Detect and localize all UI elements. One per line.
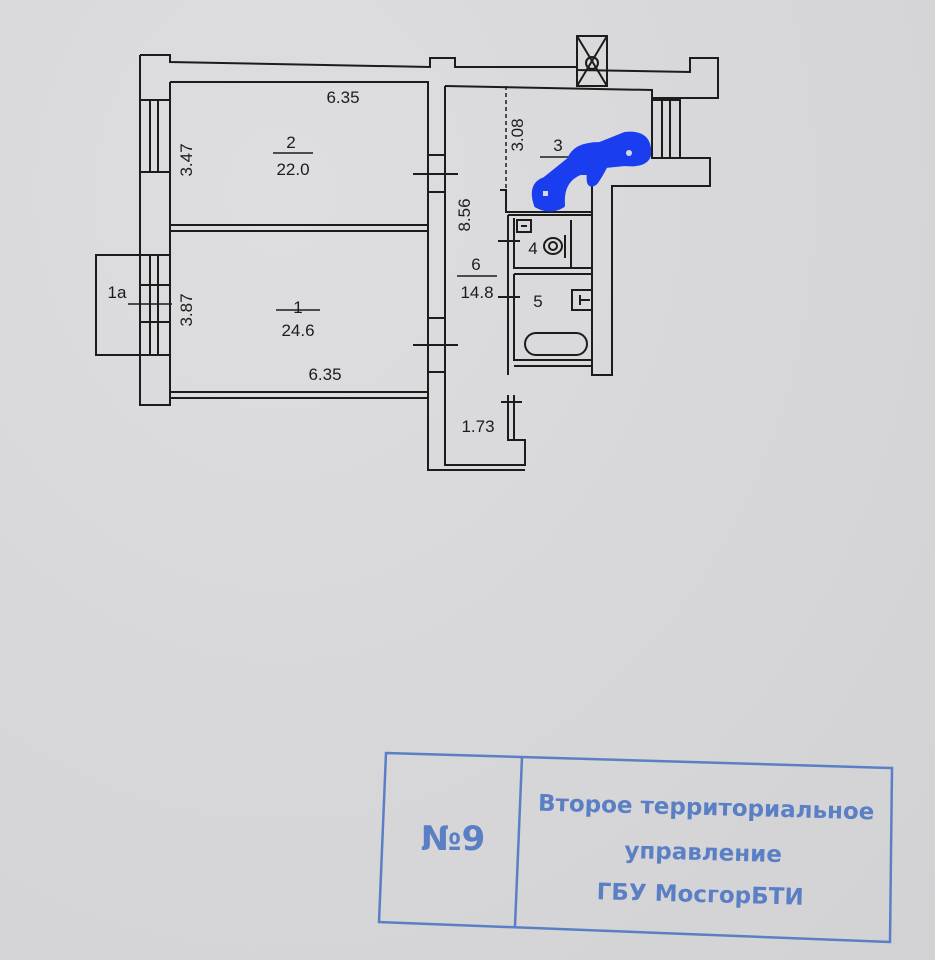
stamp: №9 Второе территориальное управление ГБУ…	[377, 751, 894, 944]
stamp-number: №9	[421, 819, 486, 859]
balcony-1a	[95, 254, 141, 356]
kitchen-depth-label: 3.08	[508, 118, 527, 151]
kitchen-bottom-wall	[500, 189, 592, 213]
room-1-area: 24.6	[281, 321, 314, 340]
room-2-number: 2	[286, 133, 295, 152]
room-4-number: 4	[528, 239, 537, 258]
room-6-number: 6	[471, 255, 480, 274]
room-2-depth-label: 3.47	[177, 143, 196, 176]
window-kitchen	[651, 99, 681, 159]
room-6-area: 14.8	[460, 283, 493, 302]
room-1-depth-label: 3.87	[177, 293, 196, 326]
entry-door	[501, 395, 522, 440]
stamp-line-1: Второе территориальное	[538, 791, 875, 826]
bathroom-room-5	[498, 273, 593, 367]
partition-1-2	[170, 224, 428, 232]
corridor-length-label: 8.56	[455, 198, 474, 231]
door-room-2	[413, 154, 458, 193]
window-room-2	[139, 99, 171, 173]
corridor-width-label: 1.73	[461, 417, 494, 436]
room-2-width-label: 6.35	[326, 88, 359, 107]
room-1-number: 1	[293, 298, 302, 317]
room-5-number: 5	[533, 292, 542, 311]
wc-room-4	[498, 214, 592, 375]
balcony-door-room-1	[139, 254, 171, 356]
room-3-number: 3	[553, 136, 562, 155]
balcony-1a-label: 1а	[108, 283, 127, 302]
room-2-area: 22.0	[276, 160, 309, 179]
stamp-line-3: ГБУ МосгорБТИ	[596, 879, 804, 910]
vent-shaft	[576, 35, 608, 87]
door-room-1	[413, 317, 458, 373]
room-1-width-label: 6.35	[308, 365, 341, 384]
blue-scribble-redaction	[531, 131, 652, 212]
stamp-line-2: управление	[624, 838, 782, 868]
outer-walls	[139, 54, 719, 471]
